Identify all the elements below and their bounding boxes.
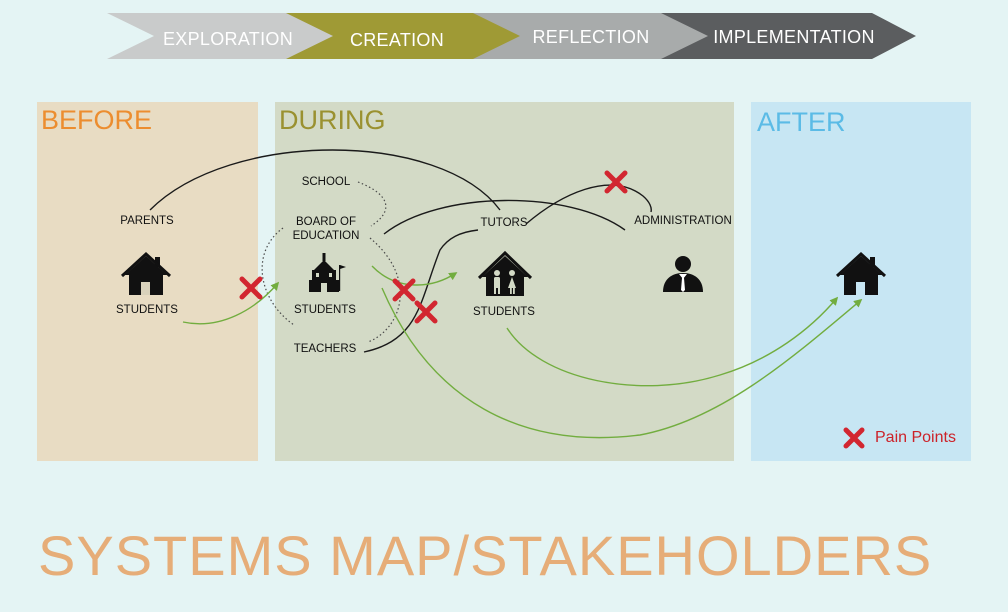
- pain-point-legend-x-icon: [843, 427, 865, 449]
- panel-during-label: DURING: [279, 105, 386, 135]
- flow-lines: [182, 265, 863, 439]
- node-administration: ADMINISTRATION: [634, 215, 732, 227]
- phase-implementation: [661, 13, 916, 59]
- node-parents: PARENTS: [120, 215, 174, 227]
- node-students-tutors: STUDENTS: [473, 306, 535, 318]
- node-school: SCHOOL: [302, 176, 351, 188]
- pain-point-x-icon: [414, 300, 438, 324]
- phase-creation: [286, 13, 525, 59]
- flow-school-to-after: [381, 287, 863, 439]
- phase-implementation-label: IMPLEMENTATION: [713, 27, 875, 47]
- legend: Pain Points: [843, 427, 956, 449]
- flow-board-to-tutors: [371, 265, 458, 286]
- school-grouping-dotted-lines: [261, 181, 401, 343]
- influence-lines: [149, 149, 652, 353]
- family-house-icon: [477, 250, 533, 296]
- node-students-before: STUDENTS: [116, 304, 178, 316]
- phase-exploration: [107, 13, 335, 59]
- pain-point-x-icon: [392, 278, 416, 302]
- panel-after-label: AFTER: [757, 107, 846, 137]
- administrator-icon: [663, 256, 703, 292]
- flow-students-to-school: [182, 281, 280, 325]
- line-teachers-tutors: [363, 229, 479, 353]
- node-board-of: BOARD OF: [296, 216, 356, 228]
- house-icon: [835, 251, 887, 295]
- school-building-icon: [309, 253, 346, 292]
- line-board-administration: [383, 199, 626, 235]
- legend-pain-points-label: Pain Points: [875, 429, 956, 446]
- house-icon: [120, 251, 172, 295]
- line-tutors-administration: [525, 184, 652, 225]
- dotted-board-teachers: [367, 237, 401, 343]
- node-teachers: TEACHERS: [294, 343, 357, 355]
- phase-creation-label: CREATION: [350, 30, 444, 50]
- node-students-school: STUDENTS: [294, 304, 356, 316]
- panel-before-label: BEFORE: [41, 105, 152, 135]
- phase-banner: EXPLORATION CREATION REFLECTION IMPLEMEN…: [107, 13, 916, 59]
- phase-exploration-label: EXPLORATION: [163, 29, 293, 49]
- pain-point-x-icon: [604, 170, 628, 194]
- dotted-school-board: [357, 181, 387, 227]
- phase-reflection-label: REFLECTION: [532, 27, 649, 47]
- flow-tutors-students-to-after: [506, 296, 839, 387]
- page-title: SYSTEMS MAP/STAKEHOLDERS: [38, 524, 932, 587]
- line-parents-tutors: [149, 149, 501, 211]
- node-tutors: TUTORS: [480, 217, 527, 229]
- pain-points: [239, 170, 628, 324]
- node-education: EDUCATION: [293, 230, 360, 242]
- phase-reflection: [473, 13, 711, 59]
- pain-point-x-icon: [239, 276, 263, 300]
- dotted-board-students: [261, 227, 295, 326]
